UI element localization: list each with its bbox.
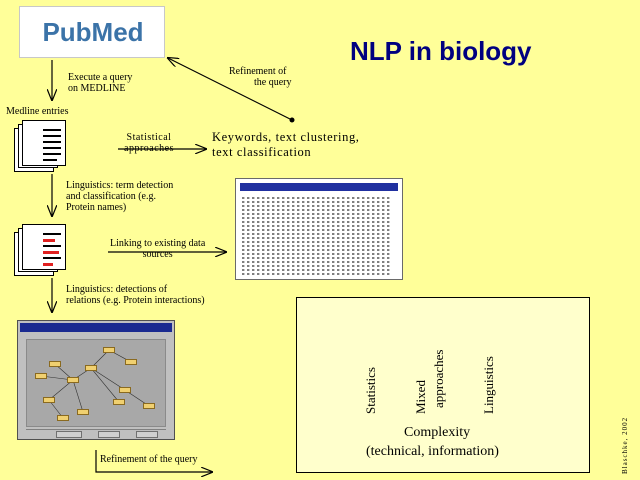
axis-label-mixed: Mixed	[413, 380, 428, 414]
author-credit: Blaschke, 2002	[621, 416, 629, 474]
linking-line-1: Linking to existing data	[110, 238, 206, 249]
keywords-text: Keywords, text clustering, text classifi…	[212, 130, 360, 160]
axis-label-linguistics: Linguistics	[481, 356, 496, 414]
data-table-screenshot	[235, 178, 403, 280]
linking-label: Linking to existing data sources	[110, 238, 205, 260]
linguistics-terms-text: Linguistics: term detection and classifi…	[66, 180, 173, 213]
axis-label-approaches: approaches	[431, 349, 446, 408]
network-edges	[40, 349, 150, 419]
network-screenshot	[17, 320, 175, 440]
refinement-top-text: Refinement of the query	[224, 66, 292, 88]
linguistics-terms-line-1: Linguistics: term detection	[66, 180, 174, 191]
refinement-top-line-1: Refinement of	[229, 66, 287, 77]
refinement-top-line-2: the query	[254, 77, 292, 88]
execute-query-line-1: Execute a query	[68, 72, 133, 83]
linguistics-terms-line-3: Protein names)	[66, 202, 127, 213]
table-titlebar	[240, 183, 398, 191]
network-canvas	[26, 339, 166, 427]
linking-line-2: sources	[142, 249, 173, 260]
pubmed-logo-text: PubMed	[42, 17, 144, 47]
execute-query-text: Execute a query on MEDLINE	[68, 72, 132, 94]
linguistics-relations-line-1: Linguistics: detections of	[66, 284, 168, 295]
network-titlebar	[20, 323, 172, 332]
statistical-line-1: Statistical	[126, 132, 172, 143]
complexity-box	[296, 297, 590, 473]
medline-entries-label: Medline entries	[6, 106, 69, 117]
refinement-bottom-text: Refinement of the query	[100, 454, 198, 465]
statistical-line-2: approaches	[124, 143, 174, 154]
annotated-doc-front	[22, 224, 66, 270]
network-tabs	[26, 429, 166, 438]
keywords-line-1: Keywords, text clustering,	[212, 130, 360, 144]
pubmed-logo: PubMed	[19, 6, 165, 58]
linguistics-relations-text: Linguistics: detections of relations (e.…	[66, 284, 205, 306]
complexity-subtitle: (technical, information)	[366, 444, 499, 459]
arrow-refinement-bottom	[95, 450, 212, 472]
statistical-label: Statistical approaches	[124, 132, 174, 154]
execute-query-line-2: on MEDLINE	[68, 83, 126, 94]
slide-title: NLP in biology	[350, 36, 532, 66]
refinement-top-dot	[289, 117, 295, 123]
arrow-refinement-top	[168, 58, 293, 121]
axis-label-statistics: Statistics	[363, 367, 378, 414]
linguistics-relations-line-2: relations (e.g. Protein interactions)	[66, 295, 205, 306]
medline-doc-front	[22, 120, 66, 166]
complexity-label: Complexity	[404, 425, 471, 440]
linguistics-terms-line-2: and classification (e.g.	[66, 191, 156, 202]
keywords-line-2: text classification	[212, 145, 312, 159]
table-body	[242, 195, 392, 277]
